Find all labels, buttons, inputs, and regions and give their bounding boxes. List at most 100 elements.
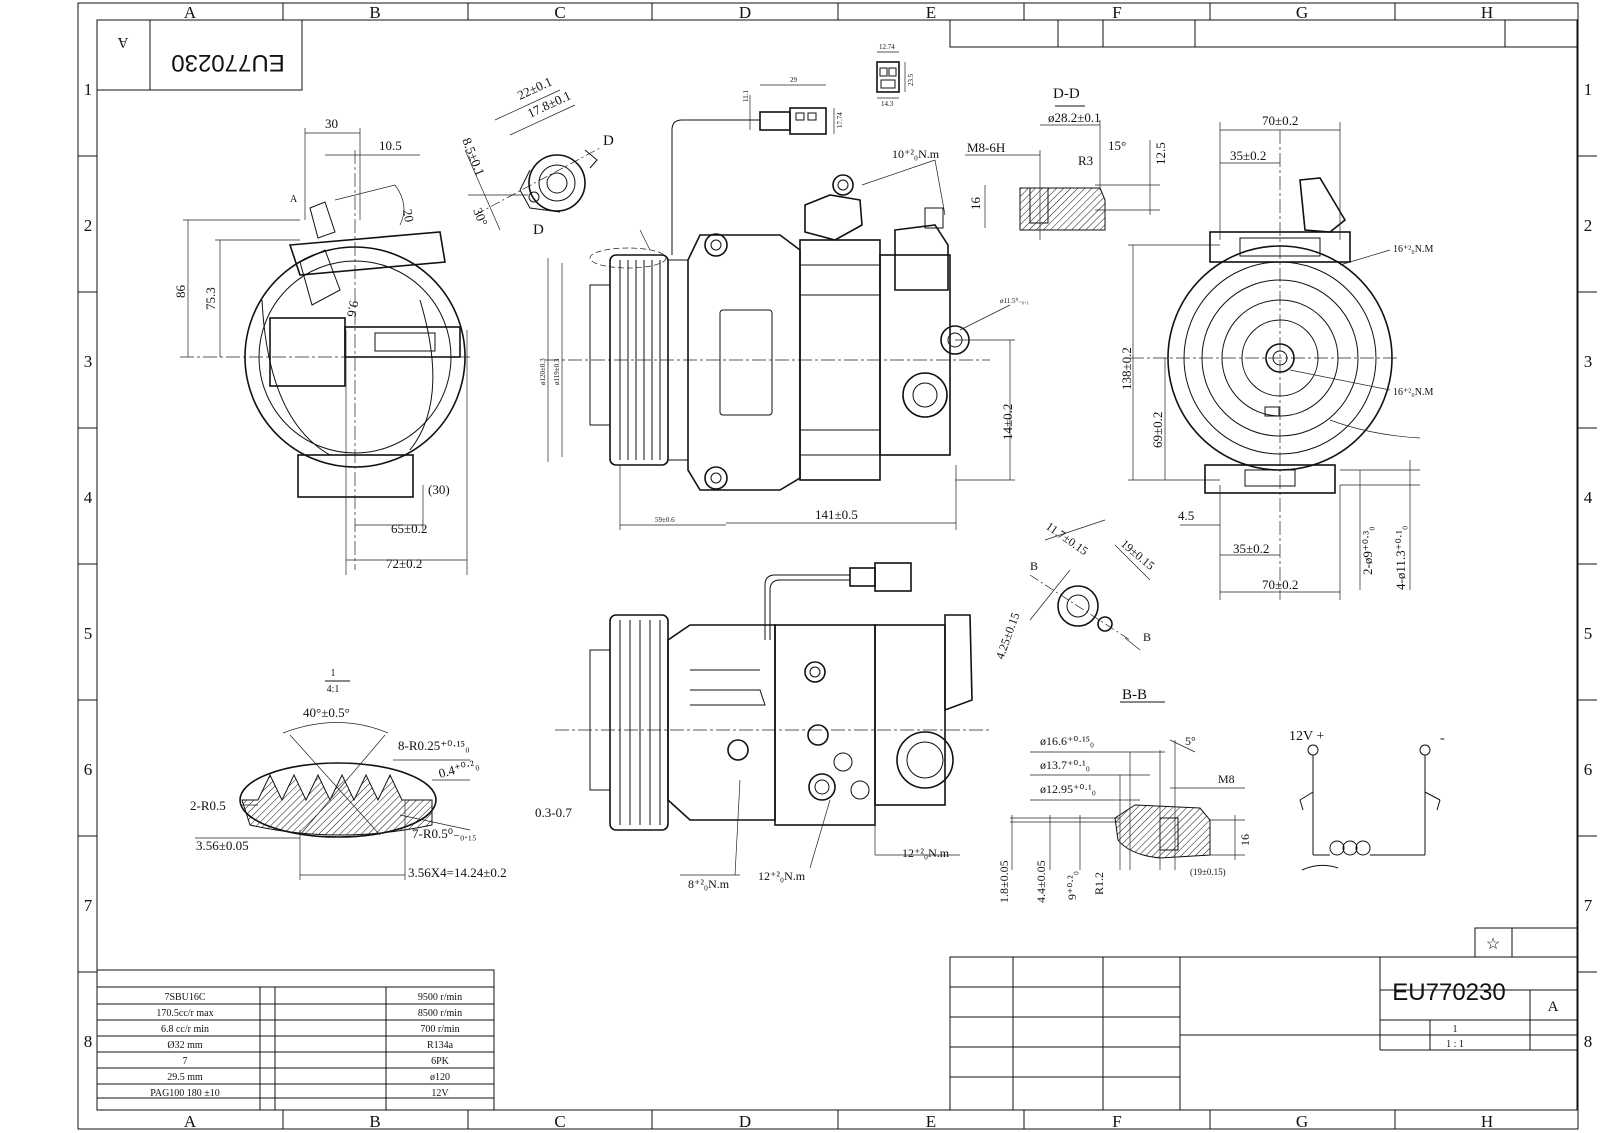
detail-scale-den: 4:1 [327,684,340,695]
dim-dia-119: ø119±0.3 [553,358,561,385]
col-label-top-c: C [554,3,565,22]
dim-10-5: 10.5 [379,138,402,153]
detail-scale-num: 1 [331,668,336,679]
dim-16-dd: 16 [968,197,983,211]
spec-model: 7SBU16C [164,992,205,1003]
dim-dia-13-7: ø13.7⁺⁰·¹₀ [1040,758,1090,772]
stamp-letter: A [117,34,128,50]
section-bb [1010,701,1245,870]
dim-72: 72±0.2 [386,556,422,571]
label-a: A [290,194,298,205]
dim-12-5: 12.5 [1153,142,1168,165]
wiring-plus-label: 12V + [1289,729,1324,744]
end-view-right [1128,122,1421,600]
dim-1-8: 1.8±0.05 [997,860,1011,903]
row-label-right-7: 7 [1584,896,1593,915]
dim-20: 20 [400,208,417,223]
dim-75-3: 75.3 [203,287,218,310]
front-view-dims: 10⁺²₀N.m ø120±0.3 ø119±0.3 141±0.5 59±0.… [539,147,1029,524]
section-b-top: B [1030,559,1038,573]
dim-torque-12-left: 12⁺²₀N.m [758,869,806,883]
dim-7-r0-5: 7-R0.5⁰₋₀.₁₅ [412,826,477,841]
connector-detail [464,89,601,231]
spec-table-text: 7SBU16C 170.5cc/r max 6.8 cc/r min Ø32 m… [150,992,462,1099]
wiring-schematic [1299,744,1441,871]
spec-speed-min: 700 r/min [420,1024,459,1035]
row-label-right-8: 8 [1584,1032,1593,1051]
dim-torque-16-top: 16⁺²₀N.M [1393,244,1433,255]
title-scale: 1 : 1 [1446,1039,1464,1050]
dim-torque-8: 8⁺²₀N.m [688,877,730,891]
spec-belt: 6PK [431,1056,450,1067]
spec-speed-cont: 8500 r/min [418,1008,462,1019]
dim-141: 141±0.5 [815,507,858,522]
dim-14-3: 14.3 [881,100,894,108]
dim-r1-2: R1.2 [1092,872,1106,895]
dim-9: 9⁺⁰·²₀ [1065,871,1079,900]
title-block [949,927,1578,1111]
row-label-left-8: 8 [84,1032,93,1051]
dim-30deg: 30° [470,206,491,228]
title-symbol: ☆ [1486,936,1500,953]
section-b-bottom: B [1143,630,1151,644]
title-code: EU770230 [1392,979,1505,1006]
dim-86: 86 [173,285,188,299]
dim-3-56x4: 3.56X4=14.24±0.2 [408,865,507,880]
col-label-bottom-c: C [554,1112,565,1131]
dim-8-r0-25: 8-R0.25⁺⁰·¹⁵₀ [398,738,470,753]
dim-torque-16-mid: 16⁺²₀N.M [1393,387,1433,398]
dim-16-bb: 16 [1238,834,1252,846]
col-label-top-e: E [926,3,936,22]
dim-29: 29 [790,76,798,84]
dim-dia-120: ø120±0.3 [539,358,547,385]
spec-pistons: 7 [183,1056,188,1067]
dim-torque-10: 10⁺²₀N.m [892,147,940,161]
pulley-groove-detail [195,680,471,880]
boss-b-detail [1029,519,1151,651]
spec-displacement-max: 170.5cc/r max [156,1008,213,1019]
stamp-code: EU770230 [171,49,284,76]
dim-30: 30 [325,116,338,131]
dim-dia-28-2: ø28.2±0.1 [1048,110,1101,125]
plug-dims: 12.74 23.5 14.3 [879,43,915,108]
row-label-left-4: 4 [84,488,93,507]
col-label-bottom-g: G [1296,1112,1308,1131]
connector-detail-dims: 22±0.1 17.8±0.1 8.5±0.1 30° D D [459,74,614,238]
col-label-top-d: D [739,3,751,22]
dim-9-6: 9.6 [344,299,362,318]
dim-35-top: 35±0.2 [1230,148,1266,163]
wiring-labels: 12V + - [1289,729,1445,746]
dim-70-top: 70±0.2 [1262,113,1298,128]
dim-40deg: 40°±0.5° [303,705,350,720]
section-bb-title: B-B [1122,687,1147,703]
dim-dia-12-95: ø12.95⁺⁰·¹₀ [1040,782,1096,796]
dim-0-3-0-7: 0.3-0.7 [535,805,572,820]
dim-65: 65±0.2 [391,521,427,536]
dim-14: 14±0.2 [1000,404,1015,440]
dim-m8: M8 [1218,772,1235,786]
col-label-bottom-e: E [926,1112,936,1131]
dim-4-5: 4.5 [1178,508,1194,523]
bottom-view-dims: 0.3-0.7 8⁺²₀N.m 12⁺²₀N.m 12⁺²₀N.m [535,805,950,891]
end-view-dims: 70±0.2 35±0.2 16⁺²₀N.M 138±0.2 69±0.2 16… [1119,113,1433,592]
dim-23-5: 23.5 [907,73,915,86]
section-dd-title: D-D [1053,86,1080,102]
dim-70-bottom: 70±0.2 [1262,577,1298,592]
spec-pulley-dia: ø120 [430,1072,450,1083]
front-view [545,159,1015,530]
left-view-dims: 30 10.5 86 75.3 9.6 20 65±0.2 72±0.2 (30… [173,116,450,571]
spec-oil: PAG100 180 ±10 [150,1088,220,1099]
row-label-left-1: 1 [84,80,93,99]
col-label-bottom-d: D [739,1112,751,1131]
row-label-left-5: 5 [84,624,93,643]
dim-dia-11-5: ø11.5⁰₋₀.₁ [1000,297,1029,305]
row-label-left-7: 7 [84,896,93,915]
spec-voltage: 12V [431,1088,449,1099]
dim-2-r0-5: 2-R0.5 [190,798,226,813]
dim-12-74: 12.74 [879,43,895,51]
dim-17-74: 17.74 [836,112,844,128]
side-view-left [180,128,470,575]
revision-strip [949,19,1578,48]
section-d-bottom: D [533,222,544,238]
